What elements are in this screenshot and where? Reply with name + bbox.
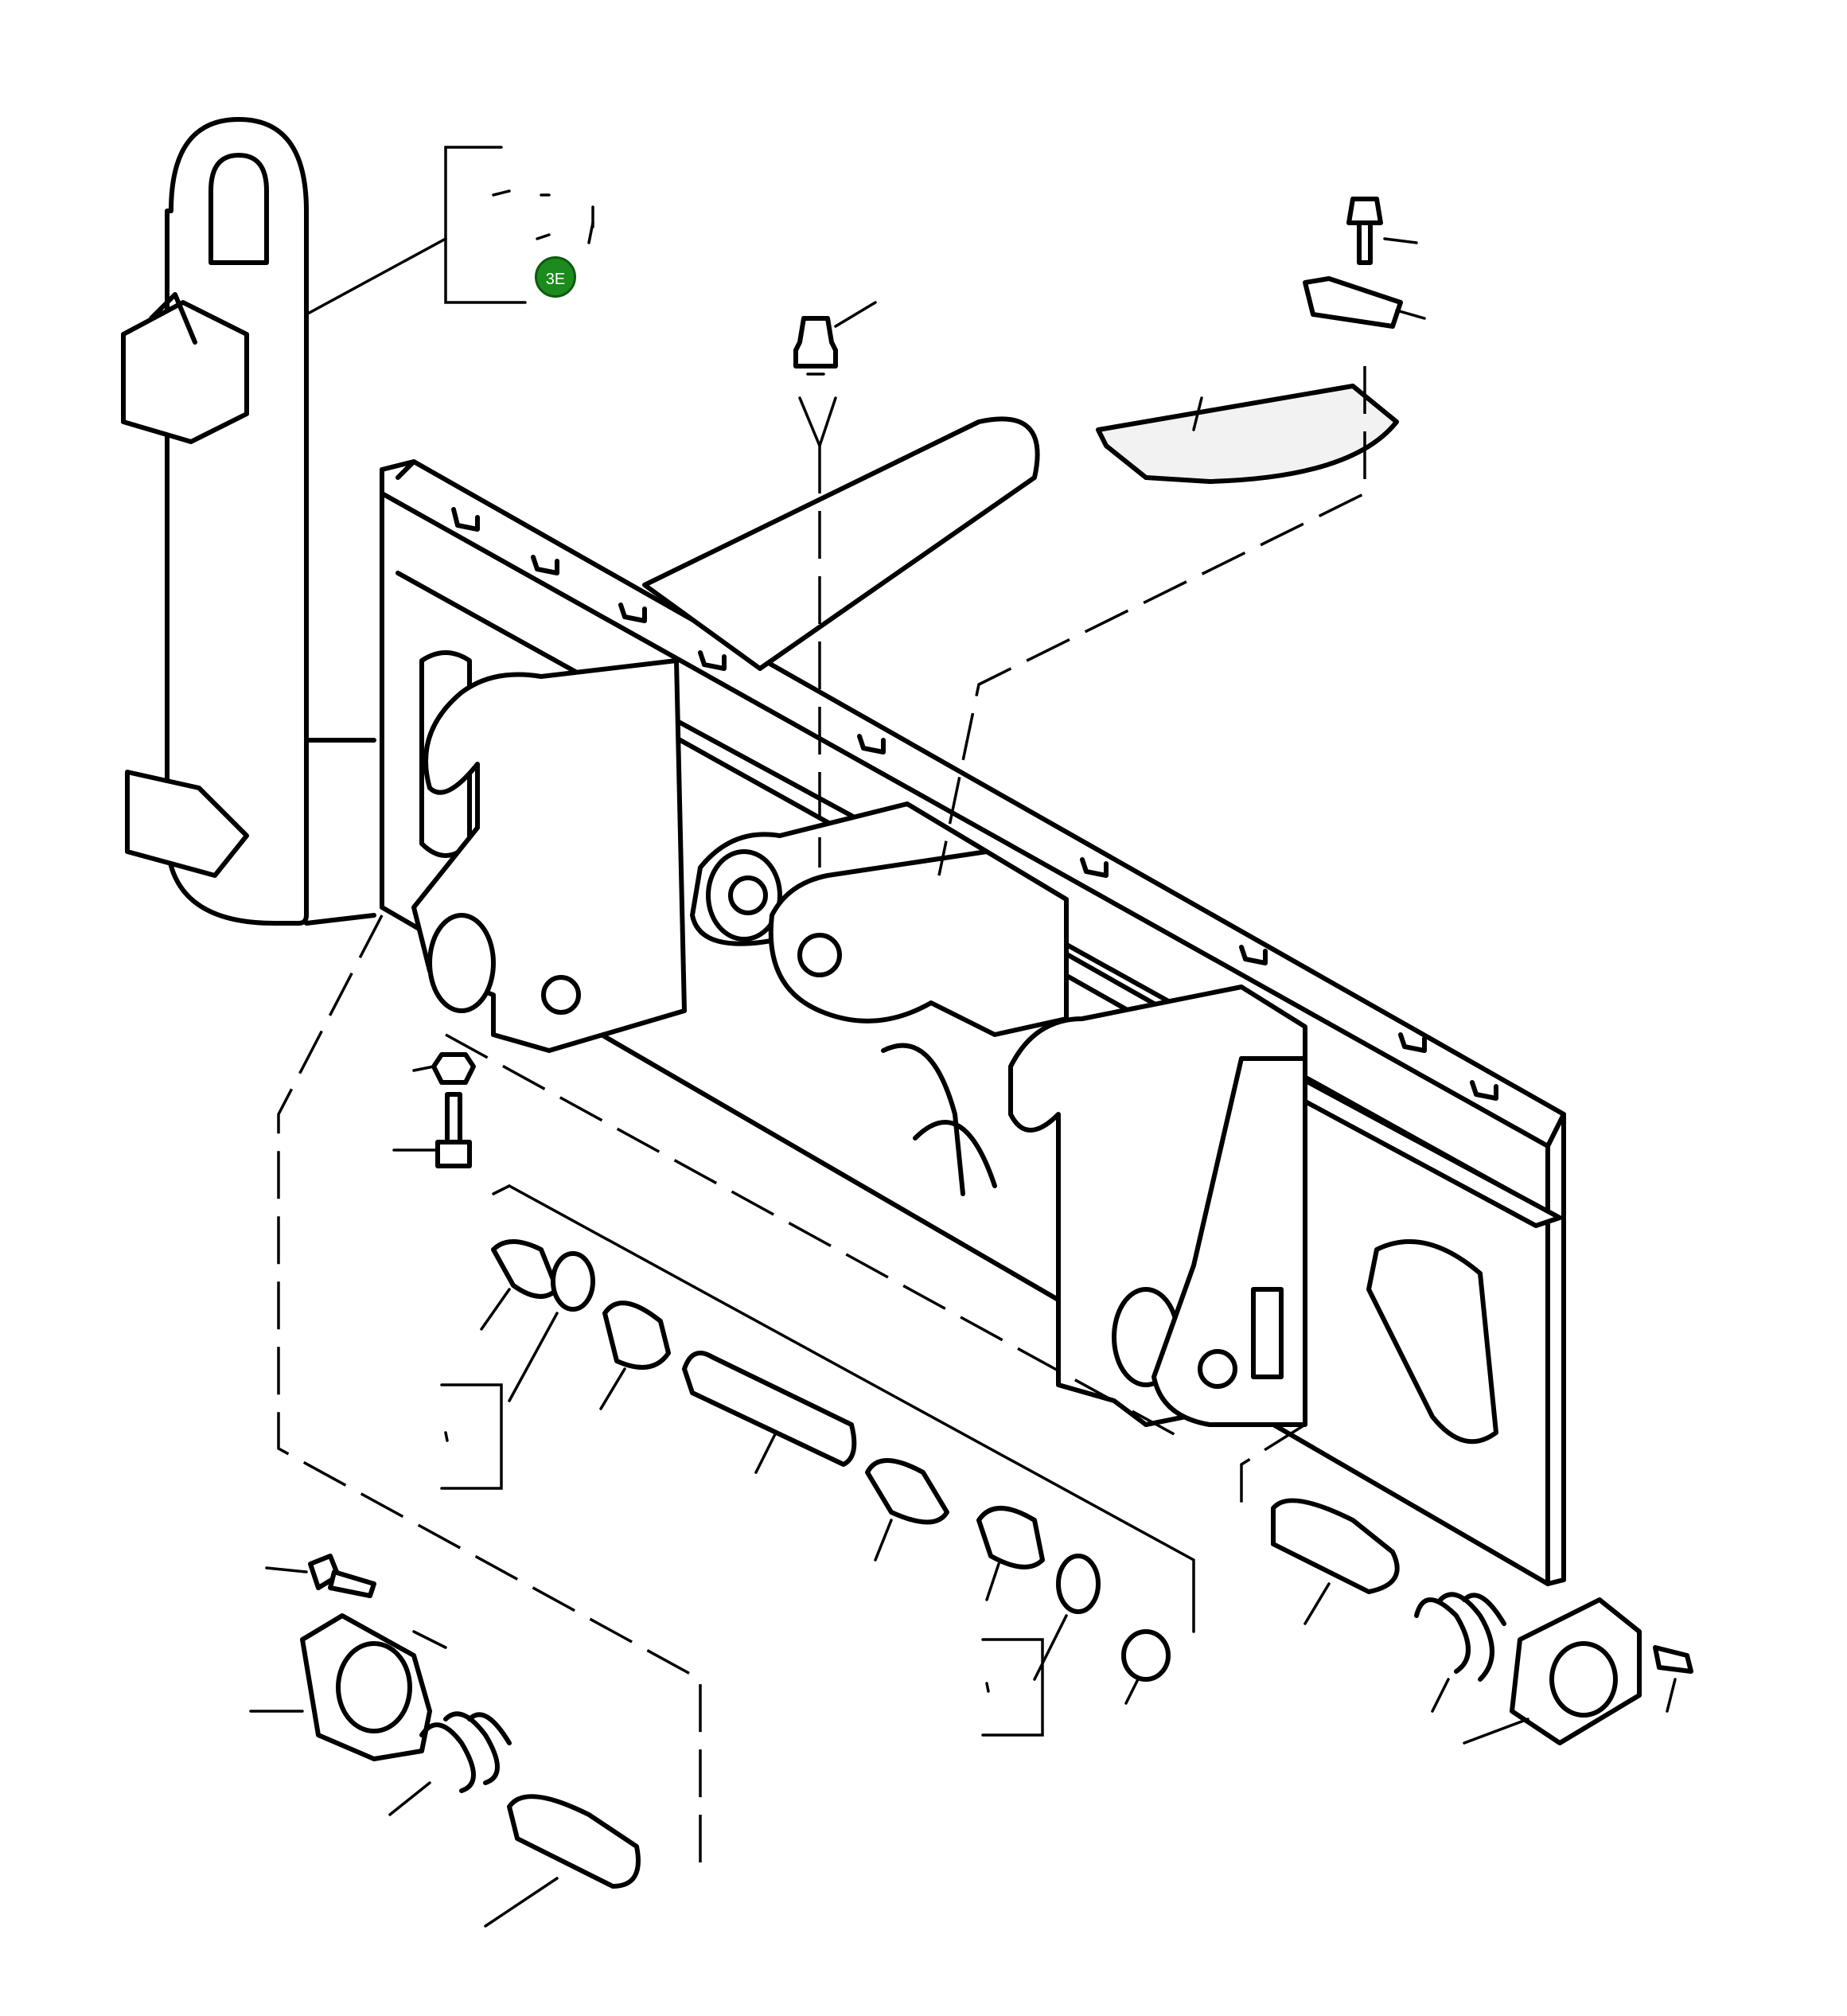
callout-badge[interactable]: 3E bbox=[535, 256, 576, 298]
friction-pad bbox=[1096, 384, 1399, 484]
wear-plate bbox=[1303, 276, 1403, 329]
bolt-top-right bbox=[1346, 197, 1418, 265]
flange-left bbox=[249, 1613, 447, 1761]
hook-plate-right bbox=[1008, 985, 1307, 1427]
snap-ring-2 bbox=[1033, 1554, 1101, 1681]
hook-plate-left bbox=[411, 658, 687, 1053]
bolt-left bbox=[392, 1092, 472, 1168]
pivot-pin bbox=[682, 1351, 857, 1474]
pallet-fork bbox=[121, 117, 376, 926]
nut-left bbox=[412, 1052, 476, 1085]
pin-sleeve-left bbox=[484, 1794, 641, 1928]
bushing-2 bbox=[599, 1300, 671, 1410]
pin-sleeve-right bbox=[1271, 1498, 1400, 1625]
bushing-1 bbox=[480, 1239, 559, 1331]
grease-fitting bbox=[793, 301, 877, 376]
bolt-right bbox=[1653, 1645, 1693, 1713]
snap-ring-1 bbox=[508, 1251, 595, 1402]
callout-bracket bbox=[305, 146, 594, 316]
flange-right bbox=[1463, 1597, 1642, 1745]
spring-left bbox=[388, 1711, 512, 1816]
hook-plate-center bbox=[690, 801, 1069, 1196]
bolt-lower-left bbox=[265, 1554, 376, 1598]
bushing-4 bbox=[976, 1506, 1045, 1601]
bushing-3 bbox=[865, 1458, 949, 1562]
spring-right bbox=[1414, 1592, 1506, 1713]
upper-tongue bbox=[642, 416, 1040, 671]
end-cap bbox=[1121, 1629, 1171, 1705]
